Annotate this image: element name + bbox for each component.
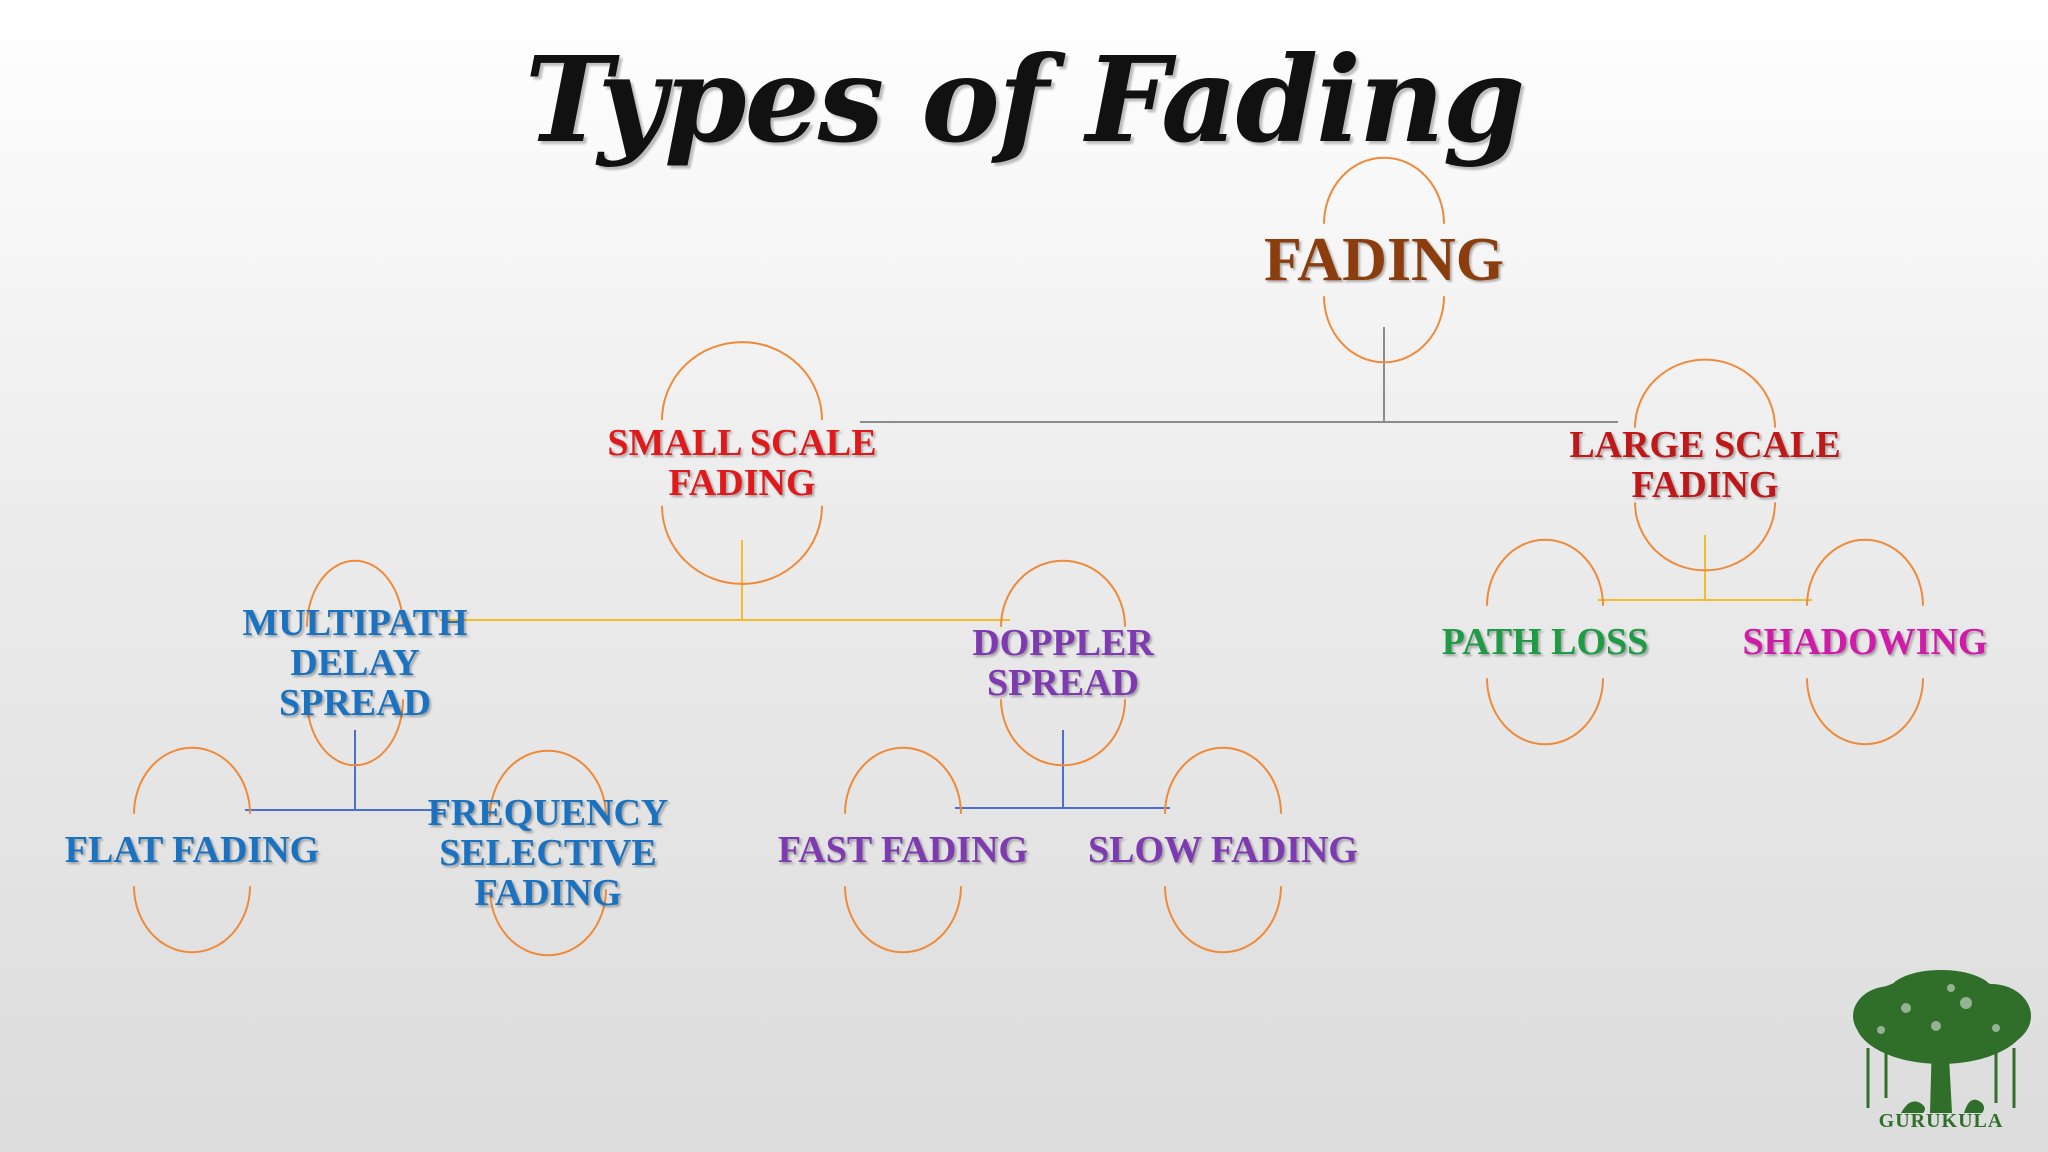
- shadowing-top-arc: [1806, 538, 1924, 606]
- node-decorations: [133, 156, 1924, 957]
- node-multipath-line: MULTIPATH: [242, 602, 468, 644]
- node-frequency-line: FREQUENCY: [427, 792, 669, 834]
- node-small-scale-line: FADING: [668, 462, 816, 504]
- frequency-top-arc: [489, 749, 607, 817]
- large-scale-top-arc: [1634, 358, 1776, 428]
- node-doppler-line: DOPPLER: [972, 622, 1154, 664]
- fast-top-arc: [844, 746, 962, 814]
- gurukula-logo: GURUKULA: [1846, 968, 2036, 1138]
- large-scale-bottom-arc: [1634, 502, 1776, 572]
- node-flat-line: FLAT FADING: [64, 829, 320, 871]
- node-root: FADING: [1264, 228, 1504, 292]
- node-frequency-line: SELECTIVE: [439, 832, 657, 874]
- node-small-scale-line: SMALL SCALE: [607, 422, 877, 464]
- slow-top-arc: [1164, 746, 1282, 814]
- path-loss-bottom-arc: [1486, 678, 1604, 746]
- node-shadowing: SHADOWING: [1743, 622, 1988, 662]
- node-root-line: FADING: [1264, 226, 1504, 294]
- node-slow-line: SLOW FADING: [1088, 829, 1358, 871]
- connector-lines: [245, 327, 1812, 811]
- small-scale-top-arc: [661, 341, 823, 421]
- node-path-loss-line: PATH LOSS: [1441, 621, 1649, 663]
- root-top-arc: [1323, 156, 1445, 224]
- doppler-top-arc: [1000, 559, 1126, 627]
- node-large-scale-line: LARGE SCALE: [1569, 424, 1841, 466]
- flat-top-arc: [133, 746, 251, 814]
- shadowing-bottom-arc: [1806, 678, 1924, 746]
- node-fast-line: FAST FADING: [777, 829, 1029, 871]
- node-flat: FLAT FADING: [65, 830, 319, 870]
- small-scale-bottom-arc: [661, 505, 823, 585]
- fast-bottom-arc: [844, 886, 962, 954]
- node-path-loss: PATH LOSS: [1442, 622, 1649, 662]
- node-fast: FAST FADING: [778, 830, 1028, 870]
- root-bottom-arc: [1323, 296, 1445, 364]
- doppler-bottom-arc: [1000, 699, 1126, 767]
- path-loss-top-arc: [1486, 538, 1604, 606]
- node-doppler-line: SPREAD: [986, 662, 1140, 704]
- node-frequency-line: FADING: [474, 872, 622, 914]
- tree-icon: [1853, 970, 2031, 1113]
- frequency-bottom-arc: [489, 889, 607, 957]
- node-shadowing-line: SHADOWING: [1742, 621, 1988, 663]
- node-multipath-line: DELAY: [290, 642, 420, 684]
- flat-bottom-arc: [133, 886, 251, 954]
- logo-text: GURUKULA: [1878, 1110, 2004, 1132]
- multipath-bottom-arc: [306, 699, 404, 767]
- node-multipath-line: SPREAD: [278, 682, 432, 724]
- node-slow: SLOW FADING: [1088, 830, 1358, 870]
- slow-bottom-arc: [1164, 886, 1282, 954]
- node-large-scale-line: FADING: [1631, 464, 1779, 506]
- multipath-top-arc: [306, 559, 404, 627]
- page-title: Types of Fading: [524, 30, 1525, 169]
